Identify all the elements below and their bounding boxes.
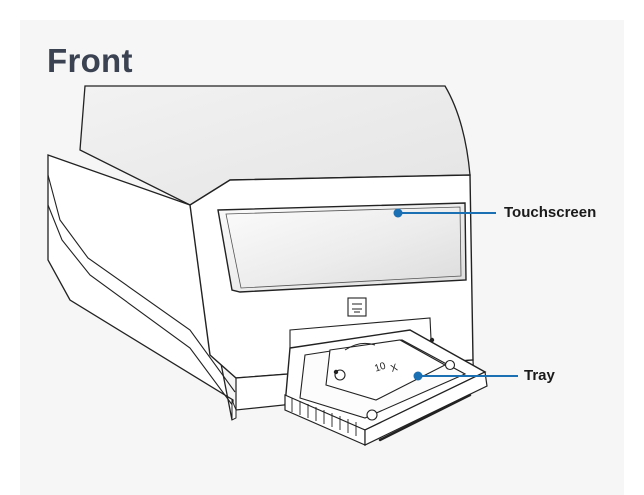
tray-logo-bottom: X	[389, 362, 399, 375]
touchscreen-callout-label: Touchscreen	[504, 204, 597, 221]
tray-side-edge	[364, 371, 488, 446]
tray-pin	[429, 337, 435, 343]
tray-handle	[378, 393, 472, 442]
tray-front-ridges	[291, 398, 357, 436]
tray-hole	[366, 409, 378, 421]
front-logo-badge	[347, 297, 367, 317]
tray-pin	[333, 369, 339, 375]
instrument-left-contour-lower	[47, 204, 237, 411]
touchscreen-glass	[225, 206, 462, 289]
tray-chip-holder	[325, 339, 447, 401]
instrument-left-contour	[47, 174, 236, 393]
tray-chip-notch	[344, 342, 376, 351]
tray-hole	[444, 359, 456, 371]
instrument-base	[231, 399, 237, 421]
tray-callout-label: Tray	[524, 367, 555, 384]
tray-logo-top: 10	[373, 361, 387, 375]
front-logo-mark	[352, 303, 362, 313]
page-title: Front	[47, 42, 133, 79]
